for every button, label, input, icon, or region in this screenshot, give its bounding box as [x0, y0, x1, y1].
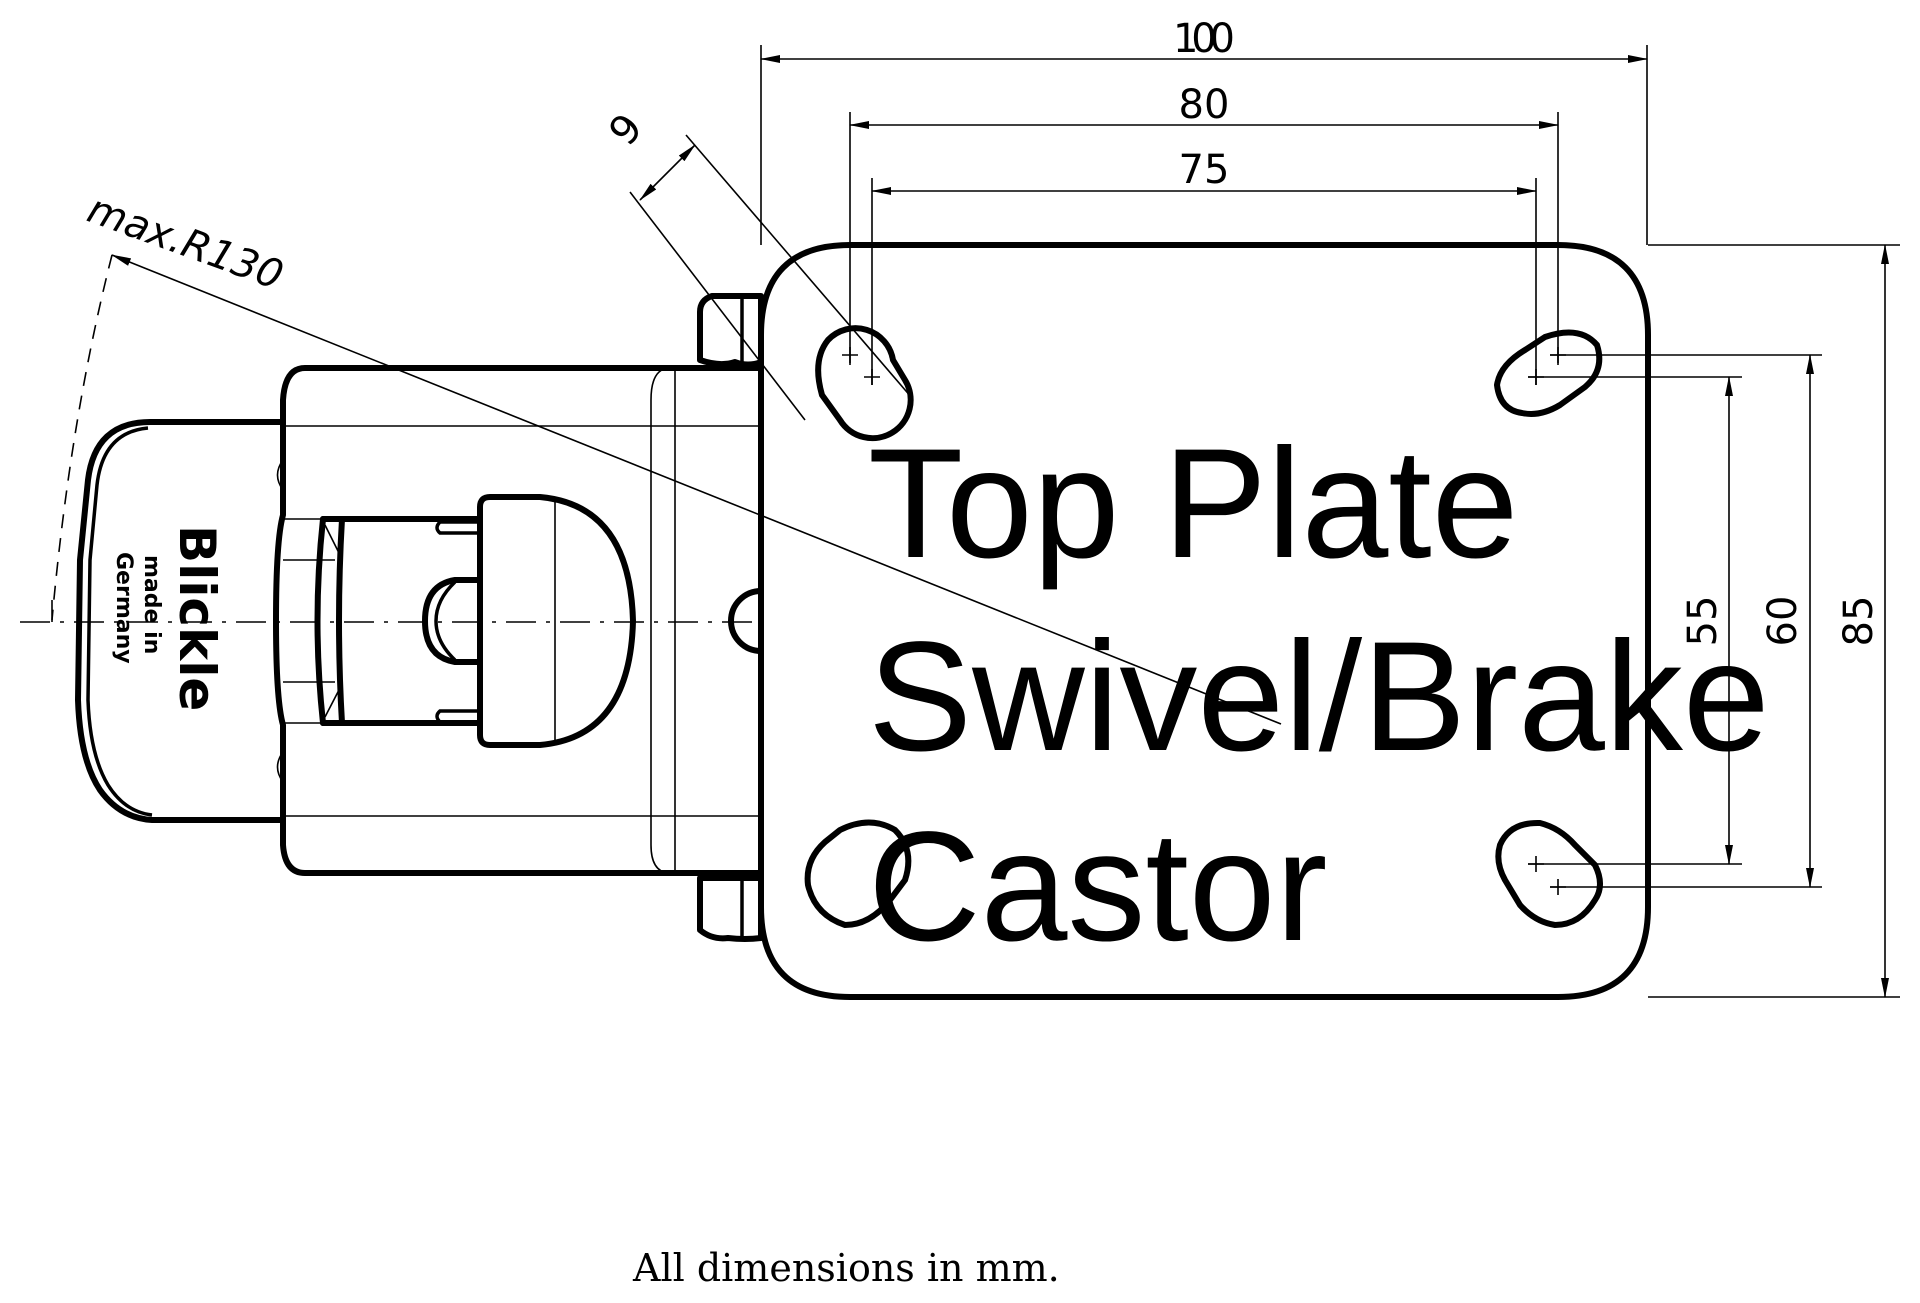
fork-fillet-line	[650, 367, 669, 874]
top-plate-outline	[758, 242, 1651, 1000]
label-line-2: Swivel/Brake	[868, 610, 1770, 784]
dim-line-slot-width	[639, 144, 696, 201]
brake-pedal	[477, 494, 636, 748]
dim-bolt-outer-x: 80	[1179, 82, 1230, 128]
hub-curve	[336, 516, 345, 726]
brand-name: Blickle	[168, 525, 226, 711]
dim-ext-line	[685, 134, 913, 399]
mounting-slot-bottom-right	[1495, 819, 1603, 928]
hub-chamfer	[324, 524, 341, 556]
rivet-mark	[276, 459, 284, 491]
dim-bolt-inner-y: 55	[1680, 596, 1726, 647]
wheel-guard-inner-edge	[86, 426, 153, 817]
label-line-3: Castor	[868, 800, 1327, 974]
pin-tab	[435, 520, 480, 535]
pin-tab	[435, 709, 480, 724]
brand-made-in: made in	[139, 555, 164, 654]
plate-half-circle	[728, 588, 764, 654]
brake-boss	[422, 577, 483, 665]
rivet-mark	[276, 751, 284, 783]
hub-outline	[320, 516, 483, 726]
dim-ext-line	[629, 191, 806, 421]
radius-annotation: max.R130	[82, 186, 289, 299]
units-note: All dimensions in mm.	[633, 1246, 1060, 1290]
dim-slot-width: 9	[600, 105, 652, 154]
dim-plate-length: 85	[1836, 596, 1882, 647]
swivel-radius-arc	[51, 254, 113, 621]
brake-boss-inner	[434, 580, 457, 662]
nut-top	[697, 293, 764, 368]
wheel-guard-outline	[75, 419, 286, 823]
hub-chamfer	[324, 687, 341, 718]
nut-bottom	[697, 875, 764, 942]
mounting-slot-top-right	[1494, 329, 1603, 417]
brand-country: Germany	[111, 552, 136, 664]
hub-curve	[314, 516, 326, 726]
dim-bolt-outer-y: 60	[1760, 596, 1806, 647]
dim-bolt-inner-x: 75	[1179, 147, 1230, 193]
dim-plate-width: 100	[1173, 16, 1235, 62]
radius-leader	[111, 254, 1282, 725]
label-line-1: Top Plate	[868, 417, 1518, 591]
mounting-slot-bottom-left	[804, 819, 912, 928]
fork-body-outline	[273, 365, 764, 876]
